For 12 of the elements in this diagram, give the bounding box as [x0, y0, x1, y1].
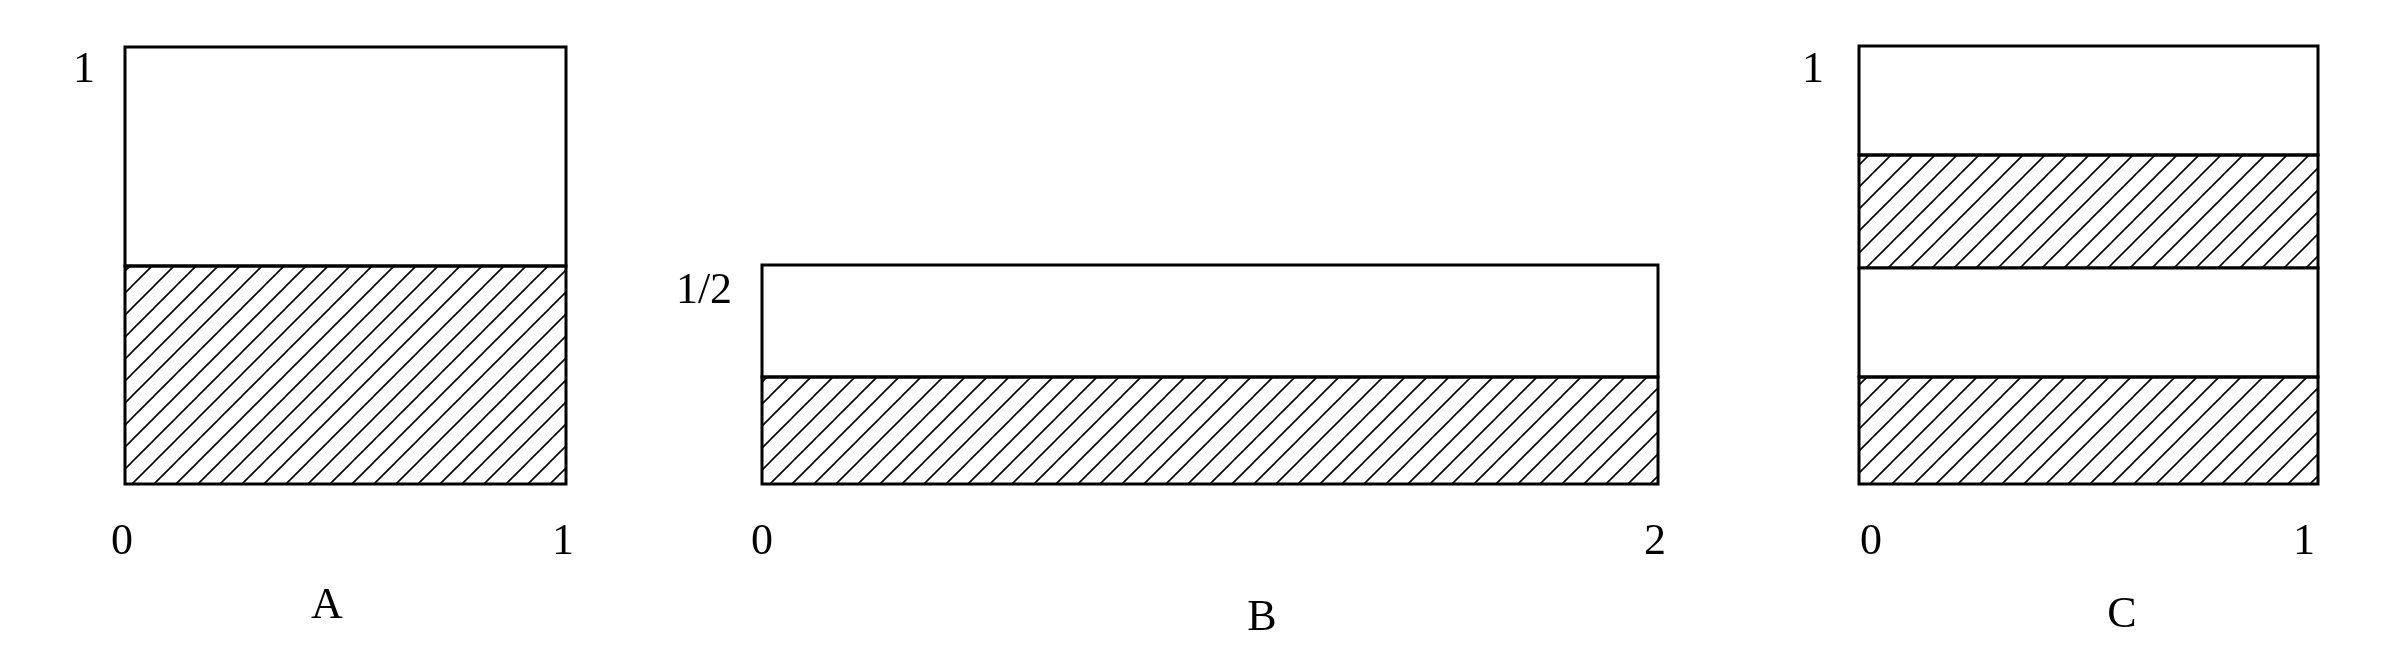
axis-label: 0 [1860, 518, 1882, 562]
figure-label: C [2107, 591, 2137, 635]
fraction-label: 1/2 [675, 267, 733, 311]
axis-label: 1 [1802, 46, 1824, 90]
figure-label: A [311, 582, 343, 626]
axis-label: 1 [552, 518, 574, 562]
axis-label: 2 [1644, 518, 1666, 562]
axis-label: 0 [751, 518, 773, 562]
axis-label: 1 [73, 46, 95, 90]
figure-label: B [1247, 594, 1277, 638]
axis-label: 0 [111, 518, 133, 562]
axis-label: 1 [2293, 518, 2315, 562]
